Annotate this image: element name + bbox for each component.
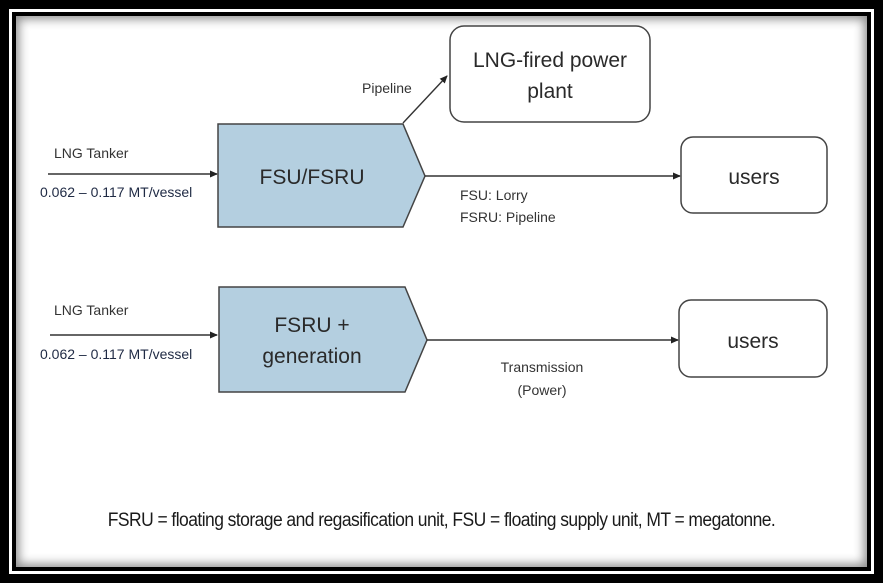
row-fsru-generation: LNG Tanker 0.062 – 0.117 MT/vessel FSRU … [40, 286, 828, 398]
output-label-1-line-2: FSRU: Pipeline [460, 209, 556, 225]
users-node-2 [678, 299, 828, 378]
users-label-1: users [728, 166, 779, 189]
power-plant-label-line-1: LNG-fired power [473, 49, 627, 72]
figure-caption: FSRU = floating storage and regasificati… [107, 510, 776, 531]
output-label-1-line-1: FSU: Lorry [460, 187, 528, 203]
fsru-generation-node [218, 286, 428, 393]
power-plant-node [449, 25, 651, 123]
pipeline-label: Pipeline [362, 80, 412, 96]
users-node-1 [680, 136, 828, 214]
power-plant-label-line-2: plant [527, 80, 573, 103]
fsru-generation-label-line-1: FSRU + [274, 314, 349, 337]
tanker-volume-2: 0.062 – 0.117 MT/vessel [40, 346, 192, 362]
users-label-2: users [727, 330, 778, 353]
tanker-label-1: LNG Tanker [54, 145, 129, 161]
output-label-2-line-2: (Power) [517, 382, 566, 398]
fsru-generation-label-line-2: generation [262, 345, 361, 368]
tanker-label-2: LNG Tanker [54, 302, 129, 318]
fsu-fsru-label: FSU/FSRU [260, 166, 365, 189]
tanker-volume-1: 0.062 – 0.117 MT/vessel [40, 184, 192, 200]
pipeline-arrow [402, 75, 448, 124]
output-label-2-line-1: Transmission [501, 359, 584, 375]
row-fsu-fsru: LNG Tanker 0.062 – 0.117 MT/vessel FSU/F… [40, 25, 828, 228]
fsu-fsru-node [217, 123, 426, 228]
diagram-canvas [16, 16, 867, 567]
